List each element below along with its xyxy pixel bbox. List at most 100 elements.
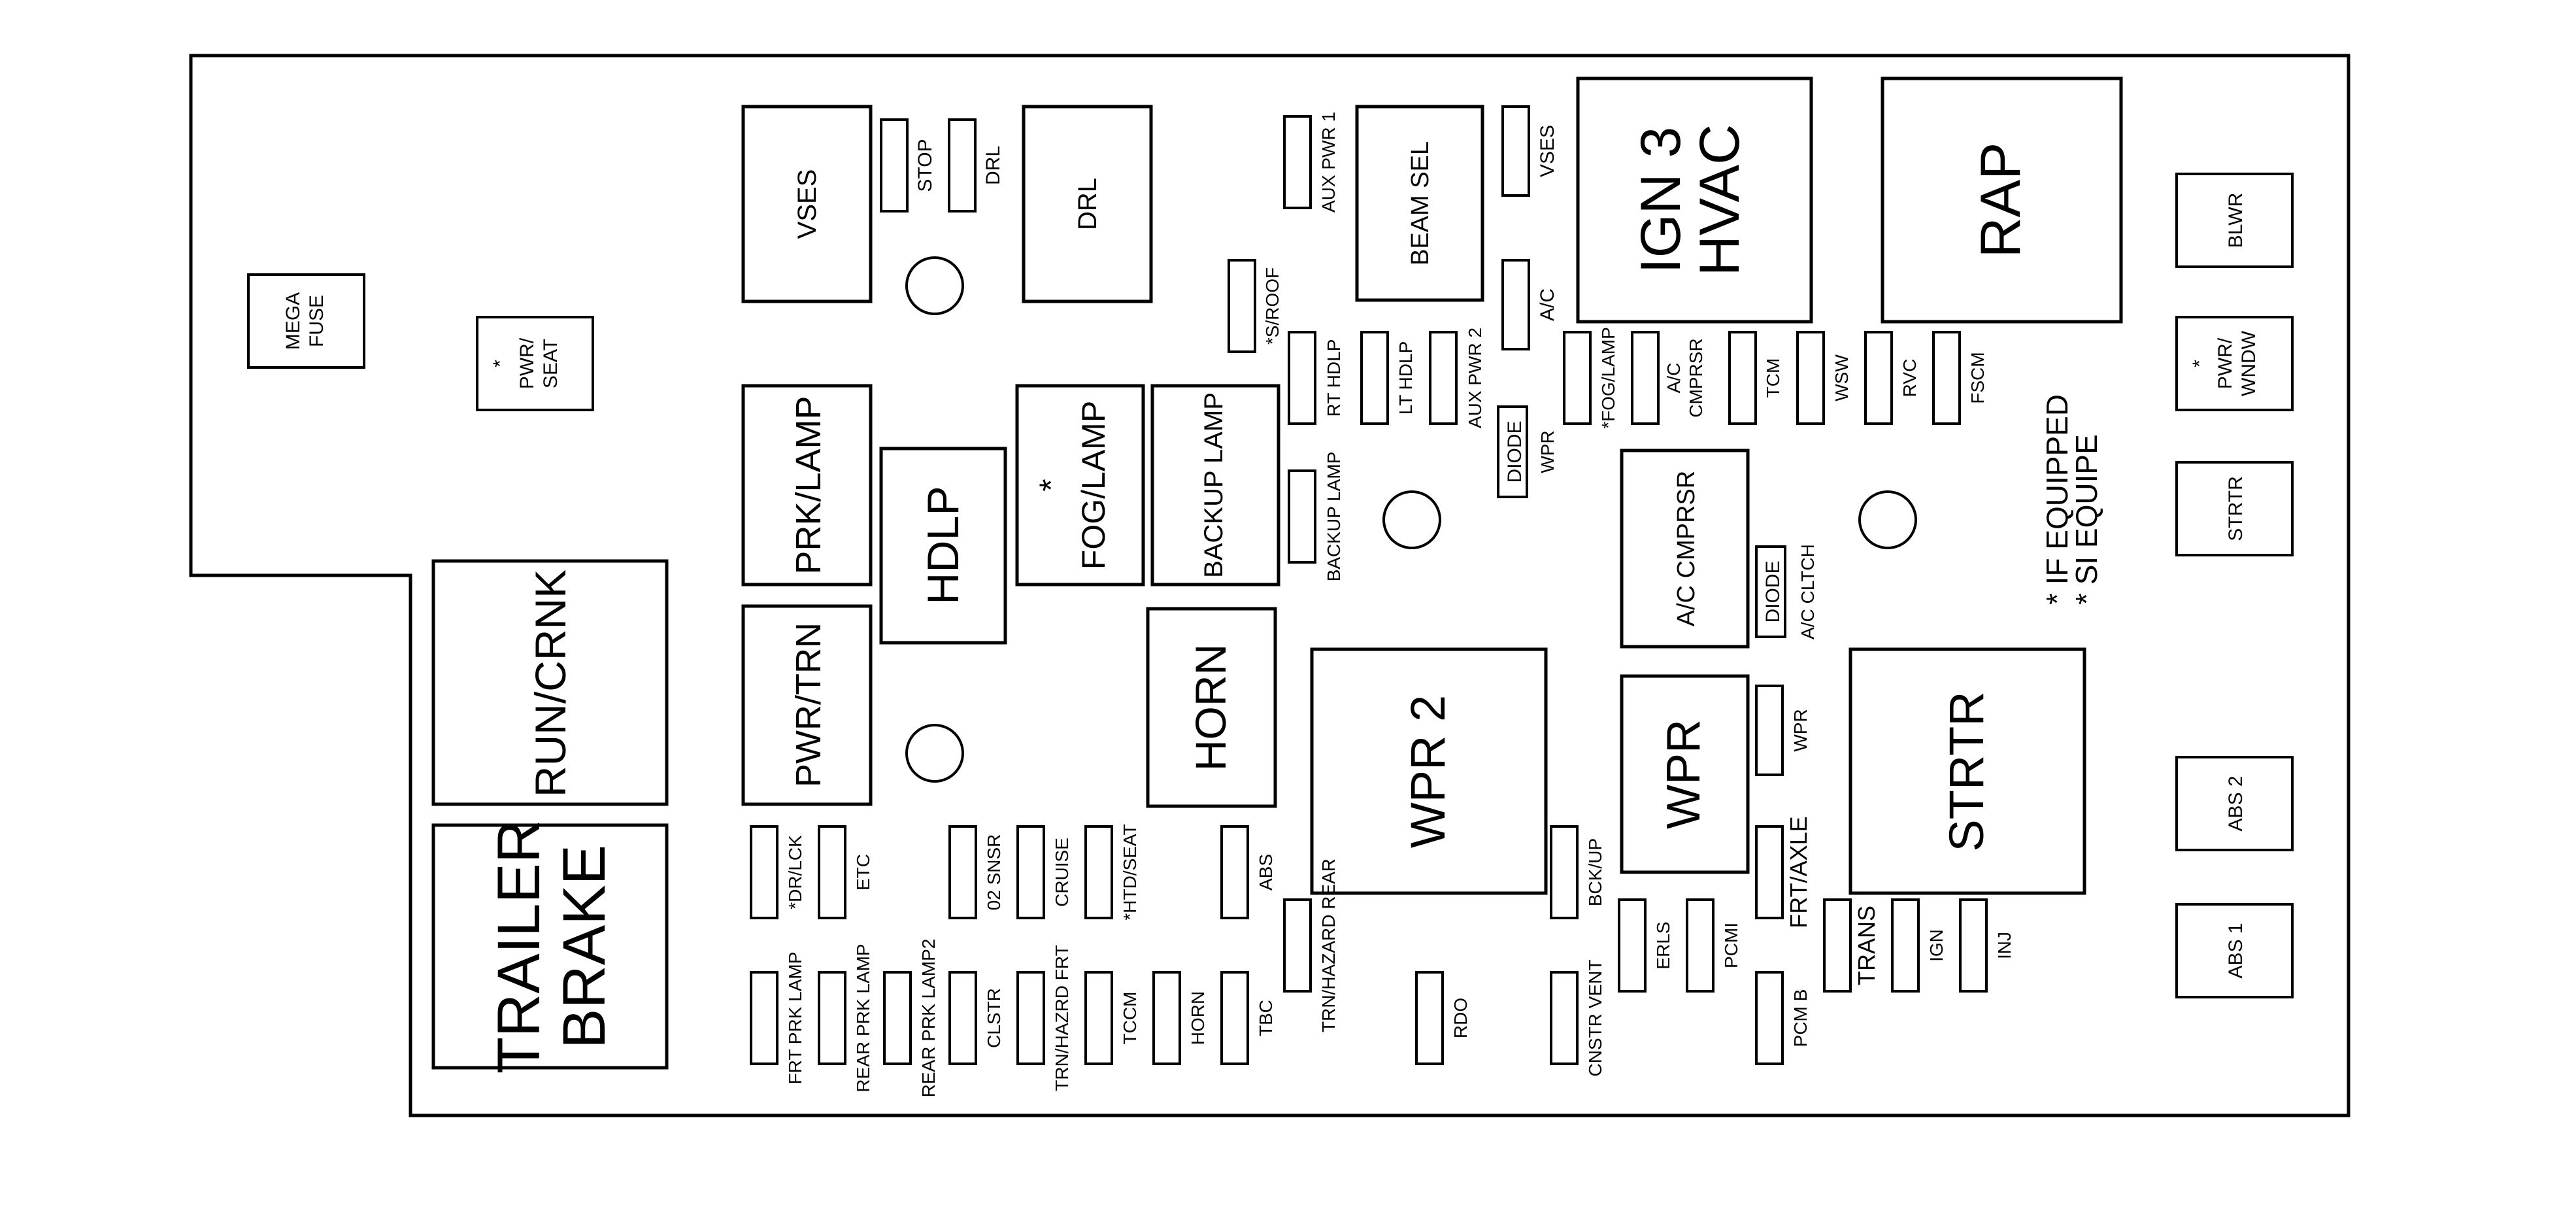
fuse-backup-lamp: BACKUP LAMP <box>1288 452 1344 582</box>
bolt-hole <box>905 724 964 783</box>
fuse-rt-hdlp: RT HDLP <box>1288 331 1344 425</box>
svg-text:FOG/LAMP: FOG/LAMP <box>1075 401 1112 570</box>
svg-text:TRN/HAZARD REAR: TRN/HAZARD REAR <box>1318 858 1339 1032</box>
svg-text:A/C CMPRSR: A/C CMPRSR <box>1673 471 1700 627</box>
svg-text:WSW: WSW <box>1832 354 1852 401</box>
svg-text:HDLP: HDLP <box>918 486 968 604</box>
fuse-rdo: RDO <box>1415 971 1471 1065</box>
svg-text:WPR 2: WPR 2 <box>1401 695 1455 848</box>
svg-text:PWR/: PWR/ <box>516 337 538 389</box>
relay-ign3-hvac: IGN 3 HVAC <box>1576 76 1813 324</box>
fuse-trans: TRANS <box>1823 898 1880 993</box>
fuse-dr-lck: *DR/LCK <box>750 825 805 919</box>
fuse-cruise: CRUISE <box>1016 825 1072 919</box>
svg-text:FRT PRK LAMP: FRT PRK LAMP <box>785 952 805 1085</box>
fuse-wpr: WPR <box>1755 685 1811 776</box>
svg-text:TBC: TBC <box>1256 1000 1276 1036</box>
svg-text:RAP: RAP <box>1969 143 2032 258</box>
fuse-tccm: TCCM <box>1084 971 1140 1065</box>
svg-text:SEAT: SEAT <box>540 339 561 388</box>
fuse-pcmi: PCMI <box>1686 898 1741 993</box>
fuse-erls: ERLS <box>1618 898 1673 993</box>
fuse-frt-prk-lamp: FRT PRK LAMP <box>750 952 805 1085</box>
svg-text:A/C: A/C <box>1664 363 1684 394</box>
relay-ac-cmprsr: A/C CMPRSR <box>1620 449 1750 649</box>
fuse-ac-clutch-label: A/C CLTCH <box>1798 544 1818 639</box>
svg-text:TCCM: TCCM <box>1120 992 1140 1045</box>
relay-fog-lamp: * FOG/LAMP <box>1015 384 1145 586</box>
svg-text:LT HDLP: LT HDLP <box>1396 341 1416 415</box>
fuse-blwr: BLWR <box>2175 173 2294 268</box>
legend-line-1: * IF EQUIPPED <box>2040 394 2074 605</box>
fuse-abs-1: ABS 1 <box>2175 903 2294 998</box>
fuse-pwr-seat: * PWR/ SEAT <box>476 316 594 411</box>
relay-run-crnk: RUN/CRNK <box>431 559 669 806</box>
svg-text:REAR PRK LAMP2: REAR PRK LAMP2 <box>918 939 939 1098</box>
svg-text:ABS 2: ABS 2 <box>2225 775 2247 831</box>
svg-text:MEGA: MEGA <box>282 292 304 350</box>
relay-trailer-brake: TRAILER BRAKE <box>431 820 669 1074</box>
svg-text:FSCM: FSCM <box>1967 352 1988 403</box>
svg-text:*HTD/SEAT: *HTD/SEAT <box>1120 824 1140 920</box>
fuse-s-roof: *S/ROOF <box>1228 259 1282 353</box>
fuse-strtr: STRTR <box>2175 461 2294 556</box>
legend: * IF EQUIPPED * SI EQUIPE <box>2040 394 2103 605</box>
svg-text:BACKUP LAMP: BACKUP LAMP <box>1324 452 1344 582</box>
fuse-inj: INJ <box>1959 898 2015 993</box>
bolt-hole <box>1858 490 1917 549</box>
fuse-etc: ETC <box>818 825 873 919</box>
svg-text:WNDW: WNDW <box>2238 330 2260 396</box>
svg-text:RT HDLP: RT HDLP <box>1324 339 1344 417</box>
svg-text:*: * <box>1033 479 1069 491</box>
fuse-fscm: FSCM <box>1932 331 1988 425</box>
svg-text:PWR/TRN: PWR/TRN <box>789 622 828 787</box>
svg-text:TCM: TCM <box>1763 358 1783 398</box>
svg-text:DRL: DRL <box>982 146 1004 185</box>
fuse-trn-hazrd-frt: TRN/HAZRD FRT <box>1016 945 1072 1091</box>
svg-text:ERLS: ERLS <box>1653 921 1673 969</box>
svg-text:ETC: ETC <box>853 854 873 891</box>
fuse-aux-pwr-1: AUX PWR 1 <box>1283 112 1339 212</box>
fuse-pcm-b: PCM B <box>1755 971 1811 1065</box>
svg-text:DIODE: DIODE <box>1504 420 1526 483</box>
relay-prk-lamp: PRK/LAMP <box>741 384 873 586</box>
fuse-fog-lamp: *FOG/LAMP <box>1563 327 1618 429</box>
svg-text:BRAKE: BRAKE <box>551 845 618 1049</box>
svg-text:STRTR: STRTR <box>2225 476 2247 541</box>
svg-text:FUSE: FUSE <box>306 295 327 347</box>
svg-text:CMPRSR: CMPRSR <box>1686 338 1706 417</box>
fuse-block-outline <box>189 54 2350 1117</box>
fuse-cnstr-vent: CNSTR VENT <box>1550 960 1605 1077</box>
fuse-vses: VSES <box>1501 105 1558 197</box>
fuse-drl: DRL <box>948 118 1004 212</box>
svg-text:ABS: ABS <box>1256 854 1276 891</box>
fuse-horn: HORN <box>1152 971 1208 1065</box>
relay-wpr: WPR <box>1620 674 1750 874</box>
svg-text:RVC: RVC <box>1899 359 1920 398</box>
relay-strtr: STRTR <box>1848 647 2086 895</box>
svg-text:CNSTR VENT: CNSTR VENT <box>1585 960 1605 1077</box>
svg-text:RUN/CRNK: RUN/CRNK <box>526 570 575 797</box>
svg-text:DRL: DRL <box>1073 178 1102 230</box>
fuse-clstr: CLSTR <box>948 971 1004 1065</box>
fuse-tbc: TBC <box>1220 971 1276 1065</box>
bolt-hole <box>1382 490 1441 549</box>
mega-fuse: MEGA FUSE <box>247 273 365 369</box>
svg-text:RDO: RDO <box>1450 998 1471 1038</box>
fuse-pwr-wndw: * PWR/ WNDW <box>2175 316 2294 411</box>
fuse-htd-seat: *HTD/SEAT <box>1084 824 1140 921</box>
svg-text:VSES: VSES <box>1537 125 1558 177</box>
fuse-wsw: WSW <box>1796 331 1852 425</box>
svg-text:AUX PWR 1: AUX PWR 1 <box>1318 112 1339 212</box>
svg-text:TRANS: TRANS <box>1853 906 1880 985</box>
svg-text:TRN/HAZRD FRT: TRN/HAZRD FRT <box>1052 945 1072 1091</box>
fuse-ac-cmprsr: A/C CMPRSR <box>1631 331 1706 425</box>
fuse-frt-axle: FRT/AXLE <box>1755 816 1812 928</box>
svg-text:*DR/LCK: *DR/LCK <box>785 835 805 910</box>
relay-beam-sel: BEAM SEL <box>1355 105 1484 302</box>
fuse-rvc: RVC <box>1864 331 1920 425</box>
svg-text:PCMI: PCMI <box>1721 923 1741 968</box>
svg-text:IGN: IGN <box>1926 929 1947 962</box>
svg-text:BLWR: BLWR <box>2225 193 2247 248</box>
svg-text:STRTR: STRTR <box>1939 691 1994 851</box>
